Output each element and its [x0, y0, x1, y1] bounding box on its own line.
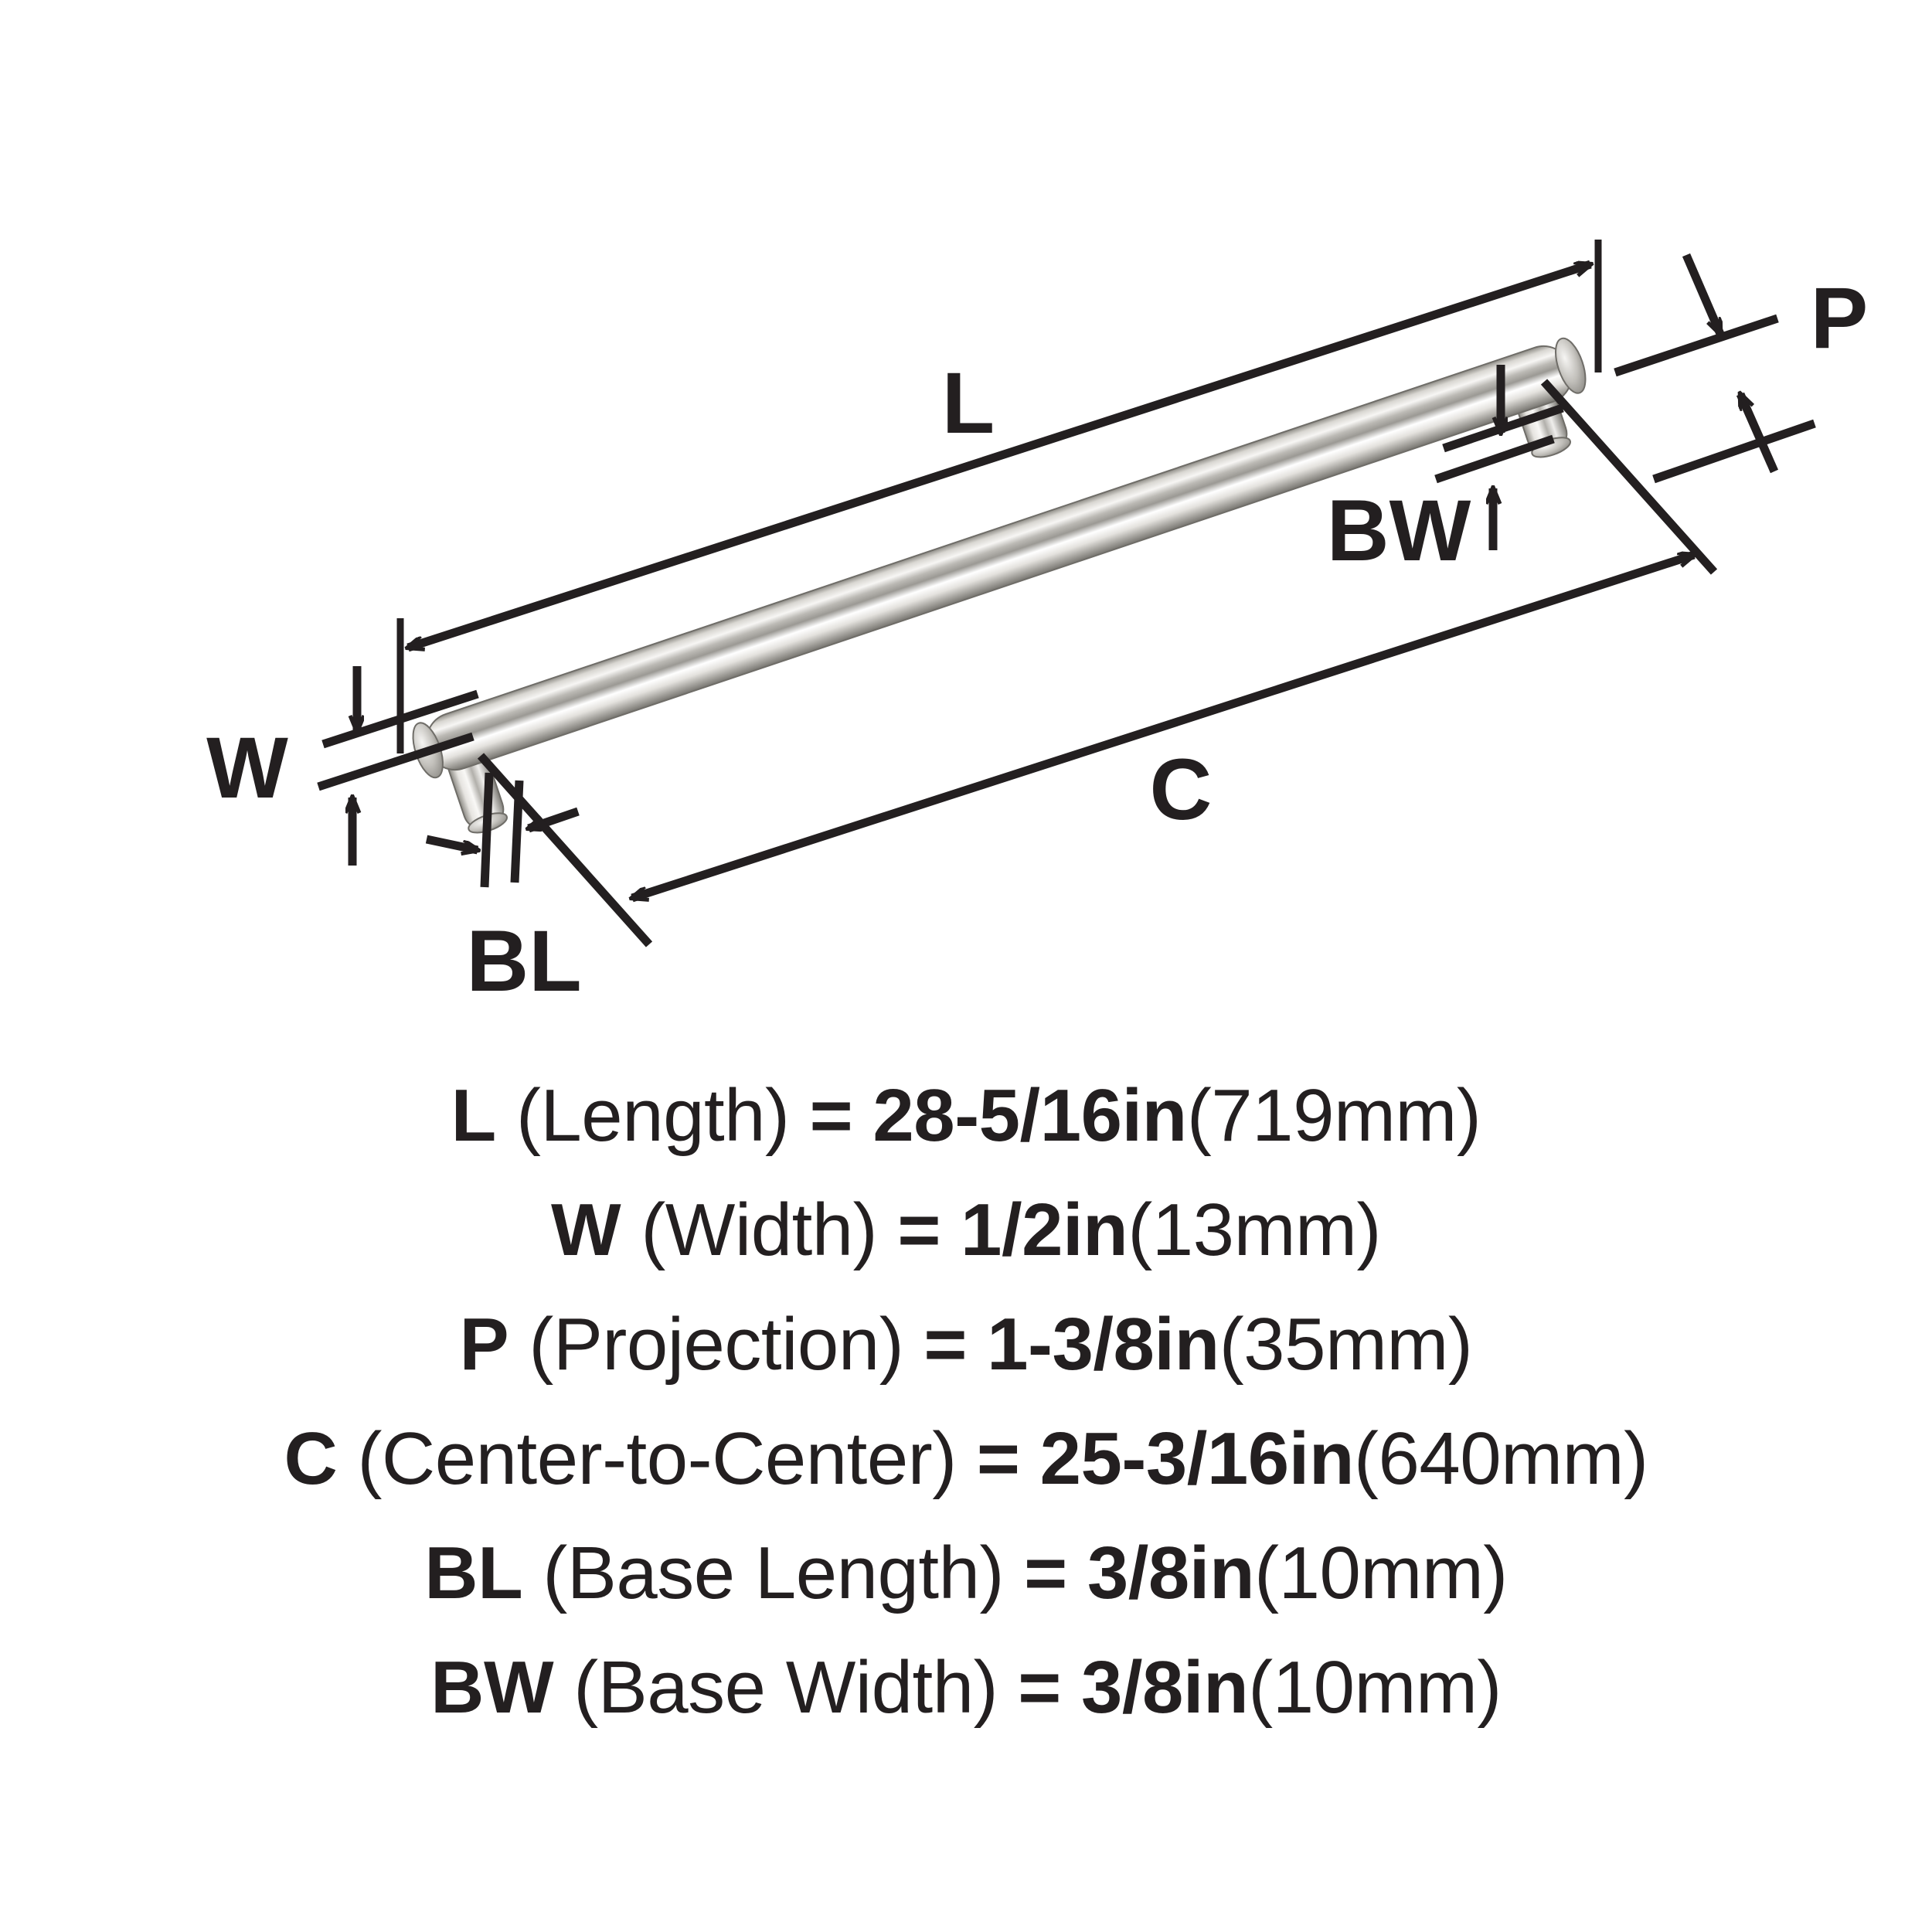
legend-value: 1/2in	[961, 1189, 1128, 1271]
base-length-arrow-left	[529, 807, 580, 833]
dimension-legend: L (Length) = 28-5/16in(719mm) W (Width) …	[0, 1059, 1932, 1909]
dimension-label-length: L	[942, 355, 995, 451]
legend-symbol: P	[459, 1303, 509, 1386]
dimension-label-center-to-center: C	[1150, 741, 1213, 838]
dimension-label-base-width: BW	[1327, 482, 1471, 579]
legend-metric: (640mm)	[1353, 1417, 1648, 1500]
legend-value: 28-5/16in	[872, 1074, 1187, 1157]
legend-equals: =	[923, 1303, 967, 1386]
diagram-background	[0, 0, 1932, 1051]
legend-equals: =	[897, 1189, 940, 1271]
legend-name: (Projection)	[529, 1303, 904, 1386]
legend-symbol: BW	[430, 1646, 554, 1729]
ctc-right-extension-line	[1540, 379, 1718, 575]
legend-symbol: W	[551, 1189, 621, 1271]
dimension-label-projection: P	[1811, 270, 1869, 366]
legend-row-length: L (Length) = 28-5/16in(719mm)	[0, 1059, 1932, 1173]
legend-metric: (35mm)	[1219, 1303, 1473, 1386]
legend-row-center-to-center: C (Center-to-Center) = 25-3/16in(640mm)	[0, 1402, 1932, 1516]
legend-equals: =	[976, 1417, 1020, 1500]
legend-equals: =	[809, 1074, 853, 1157]
legend-row-base-length: BL (Base Length) = 3/8in(10mm)	[0, 1516, 1932, 1631]
legend-value: 25-3/16in	[1039, 1417, 1355, 1500]
legend-symbol: BL	[424, 1532, 523, 1614]
width-upper-extension-line	[321, 689, 479, 749]
legend-name: (Center-to-Center)	[357, 1417, 957, 1500]
projection-arrow-down	[1682, 253, 1725, 334]
legend-value: 3/8in	[1087, 1532, 1255, 1614]
legend-name: (Base Length)	[543, 1532, 1004, 1614]
base-length-left-extension-line	[480, 772, 494, 888]
length-dimension-arrow	[408, 260, 1590, 652]
projection-upper-extension-line	[1614, 314, 1779, 377]
projection-lower-extension-line	[1652, 419, 1816, 484]
legend-symbol: C	[284, 1417, 338, 1500]
legend-value: 3/8in	[1080, 1646, 1249, 1729]
legend-name: (Base Width)	[573, 1646, 998, 1729]
ctc-dimension-arrow	[632, 550, 1694, 903]
diagram-area: L W	[0, 0, 1932, 1051]
legend-name: (Length)	[515, 1074, 790, 1157]
dimension-width: W	[206, 666, 479, 866]
legend-row-width: W (Width) = 1/2in(13mm)	[0, 1173, 1932, 1287]
projection-arrow-up	[1736, 394, 1779, 474]
technical-drawing: L W	[0, 0, 1932, 1051]
legend-row-projection: P (Projection) = 1-3/8in(35mm)	[0, 1287, 1932, 1402]
base-width-lower-extension-line	[1434, 434, 1555, 484]
dimension-label-width: W	[206, 719, 288, 816]
legend-value: 1-3/8in	[987, 1303, 1219, 1386]
dimension-center-to-center: C	[477, 379, 1718, 947]
width-lower-extension-line	[317, 732, 474, 791]
dimension-label-base-length: BL	[466, 913, 581, 1009]
legend-row-base-width: BW (Base Width) = 3/8in(10mm)	[0, 1631, 1932, 1745]
ctc-left-extension-line	[477, 753, 653, 947]
base-length-arrow-right	[425, 835, 478, 850]
legend-equals: =	[1024, 1532, 1067, 1614]
legend-equals: =	[1018, 1646, 1061, 1729]
legend-metric: (10mm)	[1248, 1646, 1502, 1729]
dimension-projection: P	[1614, 253, 1869, 484]
legend-metric: (719mm)	[1186, 1074, 1481, 1157]
dimension-length: L	[396, 240, 1602, 753]
legend-metric: (13mm)	[1128, 1189, 1381, 1271]
legend-name: (Width)	[641, 1189, 878, 1271]
legend-symbol: L	[451, 1074, 497, 1157]
legend-metric: (10mm)	[1254, 1532, 1508, 1614]
